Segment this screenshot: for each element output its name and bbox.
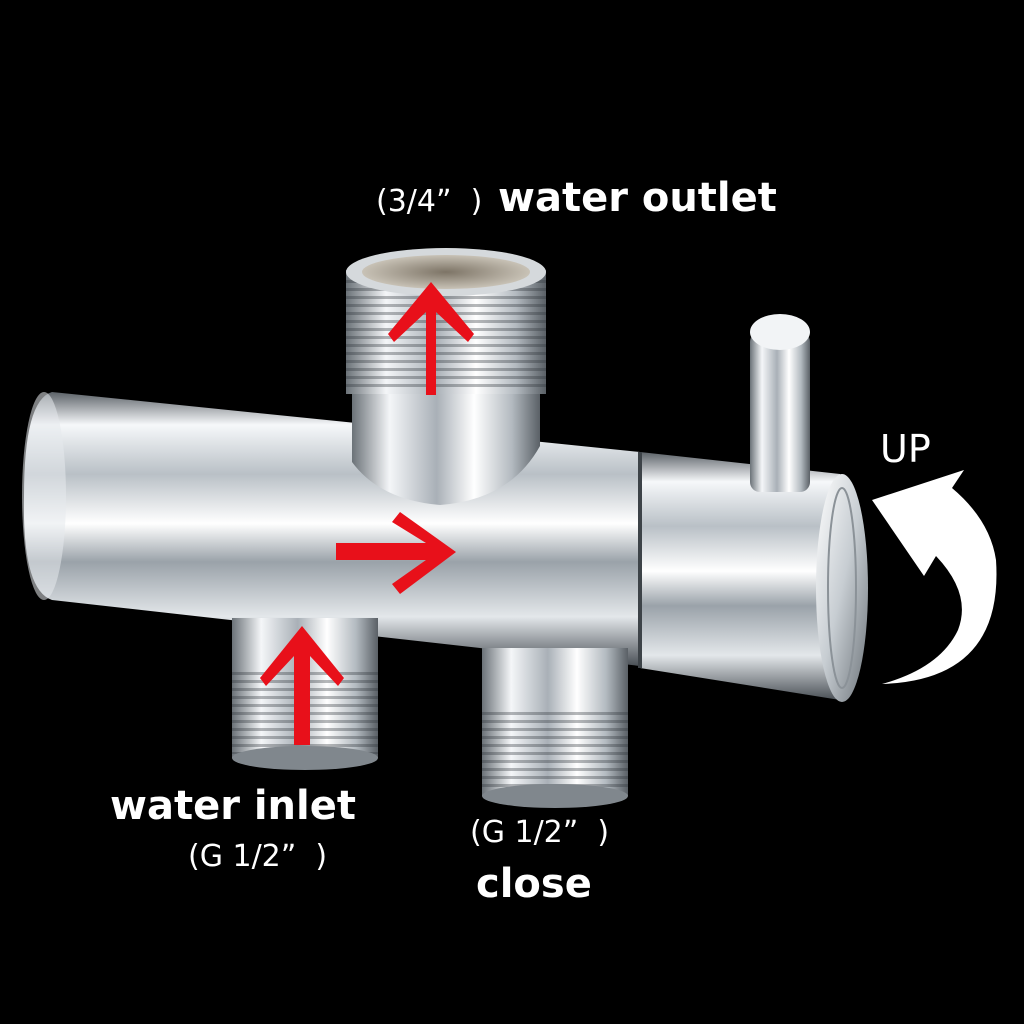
outlet-pipe [346,248,546,505]
up-label: UP [880,427,931,471]
arrow-right-icon [336,512,456,594]
outlet-name-label: water outlet [498,175,777,221]
valve-cap [638,452,868,702]
close-size-label: (G 1/2” ) [470,815,610,850]
closed-pipe [482,648,628,808]
arrow-up-icon [260,626,344,745]
outlet-size-label: (3/4” ) [376,184,483,219]
close-name-label: close [476,861,592,907]
arrow-up-icon [388,282,474,395]
inlet-size-label: (G 1/2” ) [188,839,328,874]
rotate-up-icon [872,470,997,684]
lever-handle [750,314,810,492]
inlet-name-label: water inlet [110,783,356,829]
